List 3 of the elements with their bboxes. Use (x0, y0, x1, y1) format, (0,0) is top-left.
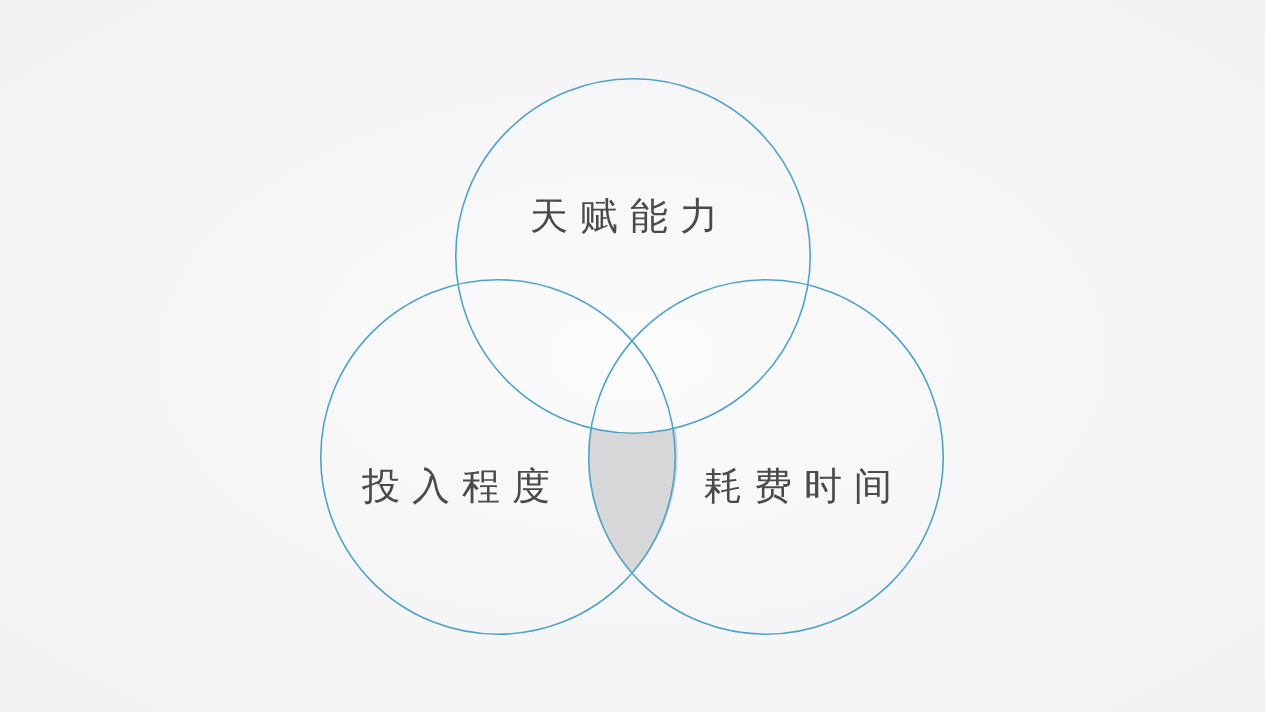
circle-label: 耗费时间 (703, 462, 905, 510)
circle-label: 投入程度 (361, 462, 563, 510)
circle-label: 天赋能力 (529, 192, 731, 240)
